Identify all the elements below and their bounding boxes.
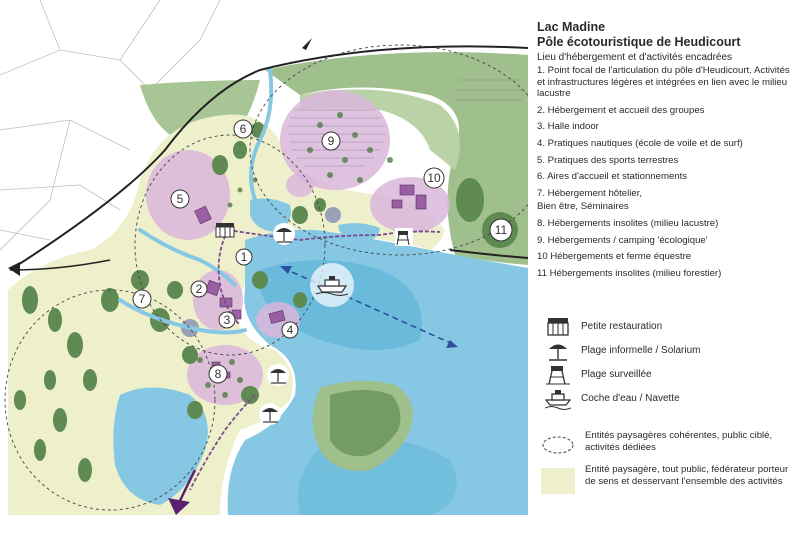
svg-text:7: 7 [139, 292, 146, 306]
svg-text:3: 3 [224, 313, 231, 327]
marker-4: 4 [281, 321, 299, 339]
legend-subtitle: Pôle écotouristique de Heudicourt [537, 35, 741, 49]
road-arrow-west [8, 262, 20, 276]
legend-title: Lac Madine [537, 20, 606, 34]
svg-text:6: 6 [240, 122, 247, 136]
svg-text:4: 4 [287, 323, 294, 337]
svg-text:8: 8 [215, 367, 222, 381]
legend-zone-label: Entités paysagères cohérentes, public ci… [585, 430, 773, 453]
marker-5: 5 [170, 189, 190, 209]
zone-10 [370, 177, 450, 233]
west-pond [113, 387, 208, 505]
marker-2: 2 [190, 280, 208, 298]
legend-symbol-label: Petite restauration [581, 321, 663, 332]
legend-panel: Lac Madine Pôle écotouristique de Heudic… [537, 20, 795, 494]
map-icon-boat [315, 276, 349, 296]
legend-zone-label: Entité paysagère, tout public, fédérateu… [585, 464, 789, 487]
svg-text:11: 11 [495, 223, 508, 237]
marker-9: 9 [321, 131, 341, 151]
legend-item-2: 2. Hébergement et accueil des groupes [537, 104, 705, 116]
legend-item-7b: Bien être, Séminaires [537, 201, 629, 213]
marker-11: 11 [489, 218, 513, 242]
legend-zone-entities: Entités paysagères cohérentes, public ci… [537, 430, 795, 460]
legend-item-4: 4. Pratiques nautiques (école de voile e… [537, 137, 743, 149]
marker-7: 7 [132, 289, 152, 309]
landscape-entities [4, 44, 528, 511]
legend-symbol-restaurant: Petite restauration [537, 316, 795, 338]
legend-zone-public: Entité paysagère, tout public, fédérateu… [537, 464, 795, 504]
legend-item-5: 5. Pratiques des sports terrestres [537, 154, 679, 166]
svg-text:5: 5 [177, 192, 184, 206]
legend-symbol-boat: Coche d'eau / Navette [537, 388, 795, 410]
marker-6: 6 [233, 119, 253, 139]
parasol-icon [549, 344, 567, 361]
market-stall-icon [547, 318, 569, 336]
legend-symbol-label: Coche d'eau / Navette [581, 393, 680, 404]
legend-item-1: 1. Point focal de l'articulation du pôle… [537, 65, 790, 100]
site-map: 1 2 3 4 5 6 7 8 9 10 11 [0, 0, 528, 515]
road-arrow-north [302, 38, 312, 50]
legend-symbol-label: Plage informelle / Solarium [581, 345, 701, 356]
legend-item-10: 10 Hébergements et ferme équestre [537, 251, 692, 263]
zone-2-3 [193, 270, 243, 330]
map-icon-parasol-north [273, 223, 295, 245]
legend-symbol-label: Plage surveillée [581, 369, 652, 380]
svg-text:1: 1 [241, 250, 248, 264]
marker-3: 3 [218, 311, 236, 329]
svg-text:10: 10 [427, 171, 441, 185]
marker-8: 8 [208, 364, 228, 384]
legend-symbol-parasol: Plage informelle / Solarium [537, 340, 795, 362]
lifeguard-tower-icon [546, 366, 570, 385]
marker-1: 1 [235, 248, 253, 266]
legend-intro: Lieu d'hébergement et d'activités encadr… [537, 52, 733, 63]
legend-item-3: 3. Halle indoor [537, 121, 599, 133]
legend-item-11: 11 Hébergements insolites (milieu forest… [537, 267, 722, 279]
map-icon-parasol-south2 [259, 403, 281, 425]
legend-item-9: 9. Hébergements / camping 'écologique' [537, 234, 708, 246]
main-road [9, 45, 528, 271]
legend-item-6: 6. Aires d'accueil et stationnements [537, 171, 688, 183]
legend-items: 1. Point focal de l'articulation du pôle… [537, 65, 795, 279]
dashed-ellipse-swatch [542, 436, 574, 454]
pale-yellow-swatch [541, 468, 575, 494]
map-icon-restaurant [215, 223, 235, 238]
legend-item-8: 8. Hébergements insolites (milieu lacust… [537, 217, 719, 229]
legend-item-7: 7. Hébergement hôtelier, [537, 187, 643, 199]
map-icon-parasol-south1 [267, 364, 289, 386]
svg-text:9: 9 [328, 134, 335, 148]
map-icon-lifeguard [395, 228, 413, 246]
marker-10: 10 [423, 167, 445, 189]
svg-text:2: 2 [196, 282, 203, 296]
legend-symbol-lifeguard: Plage surveillée [537, 364, 795, 386]
boat-icon [545, 390, 571, 410]
